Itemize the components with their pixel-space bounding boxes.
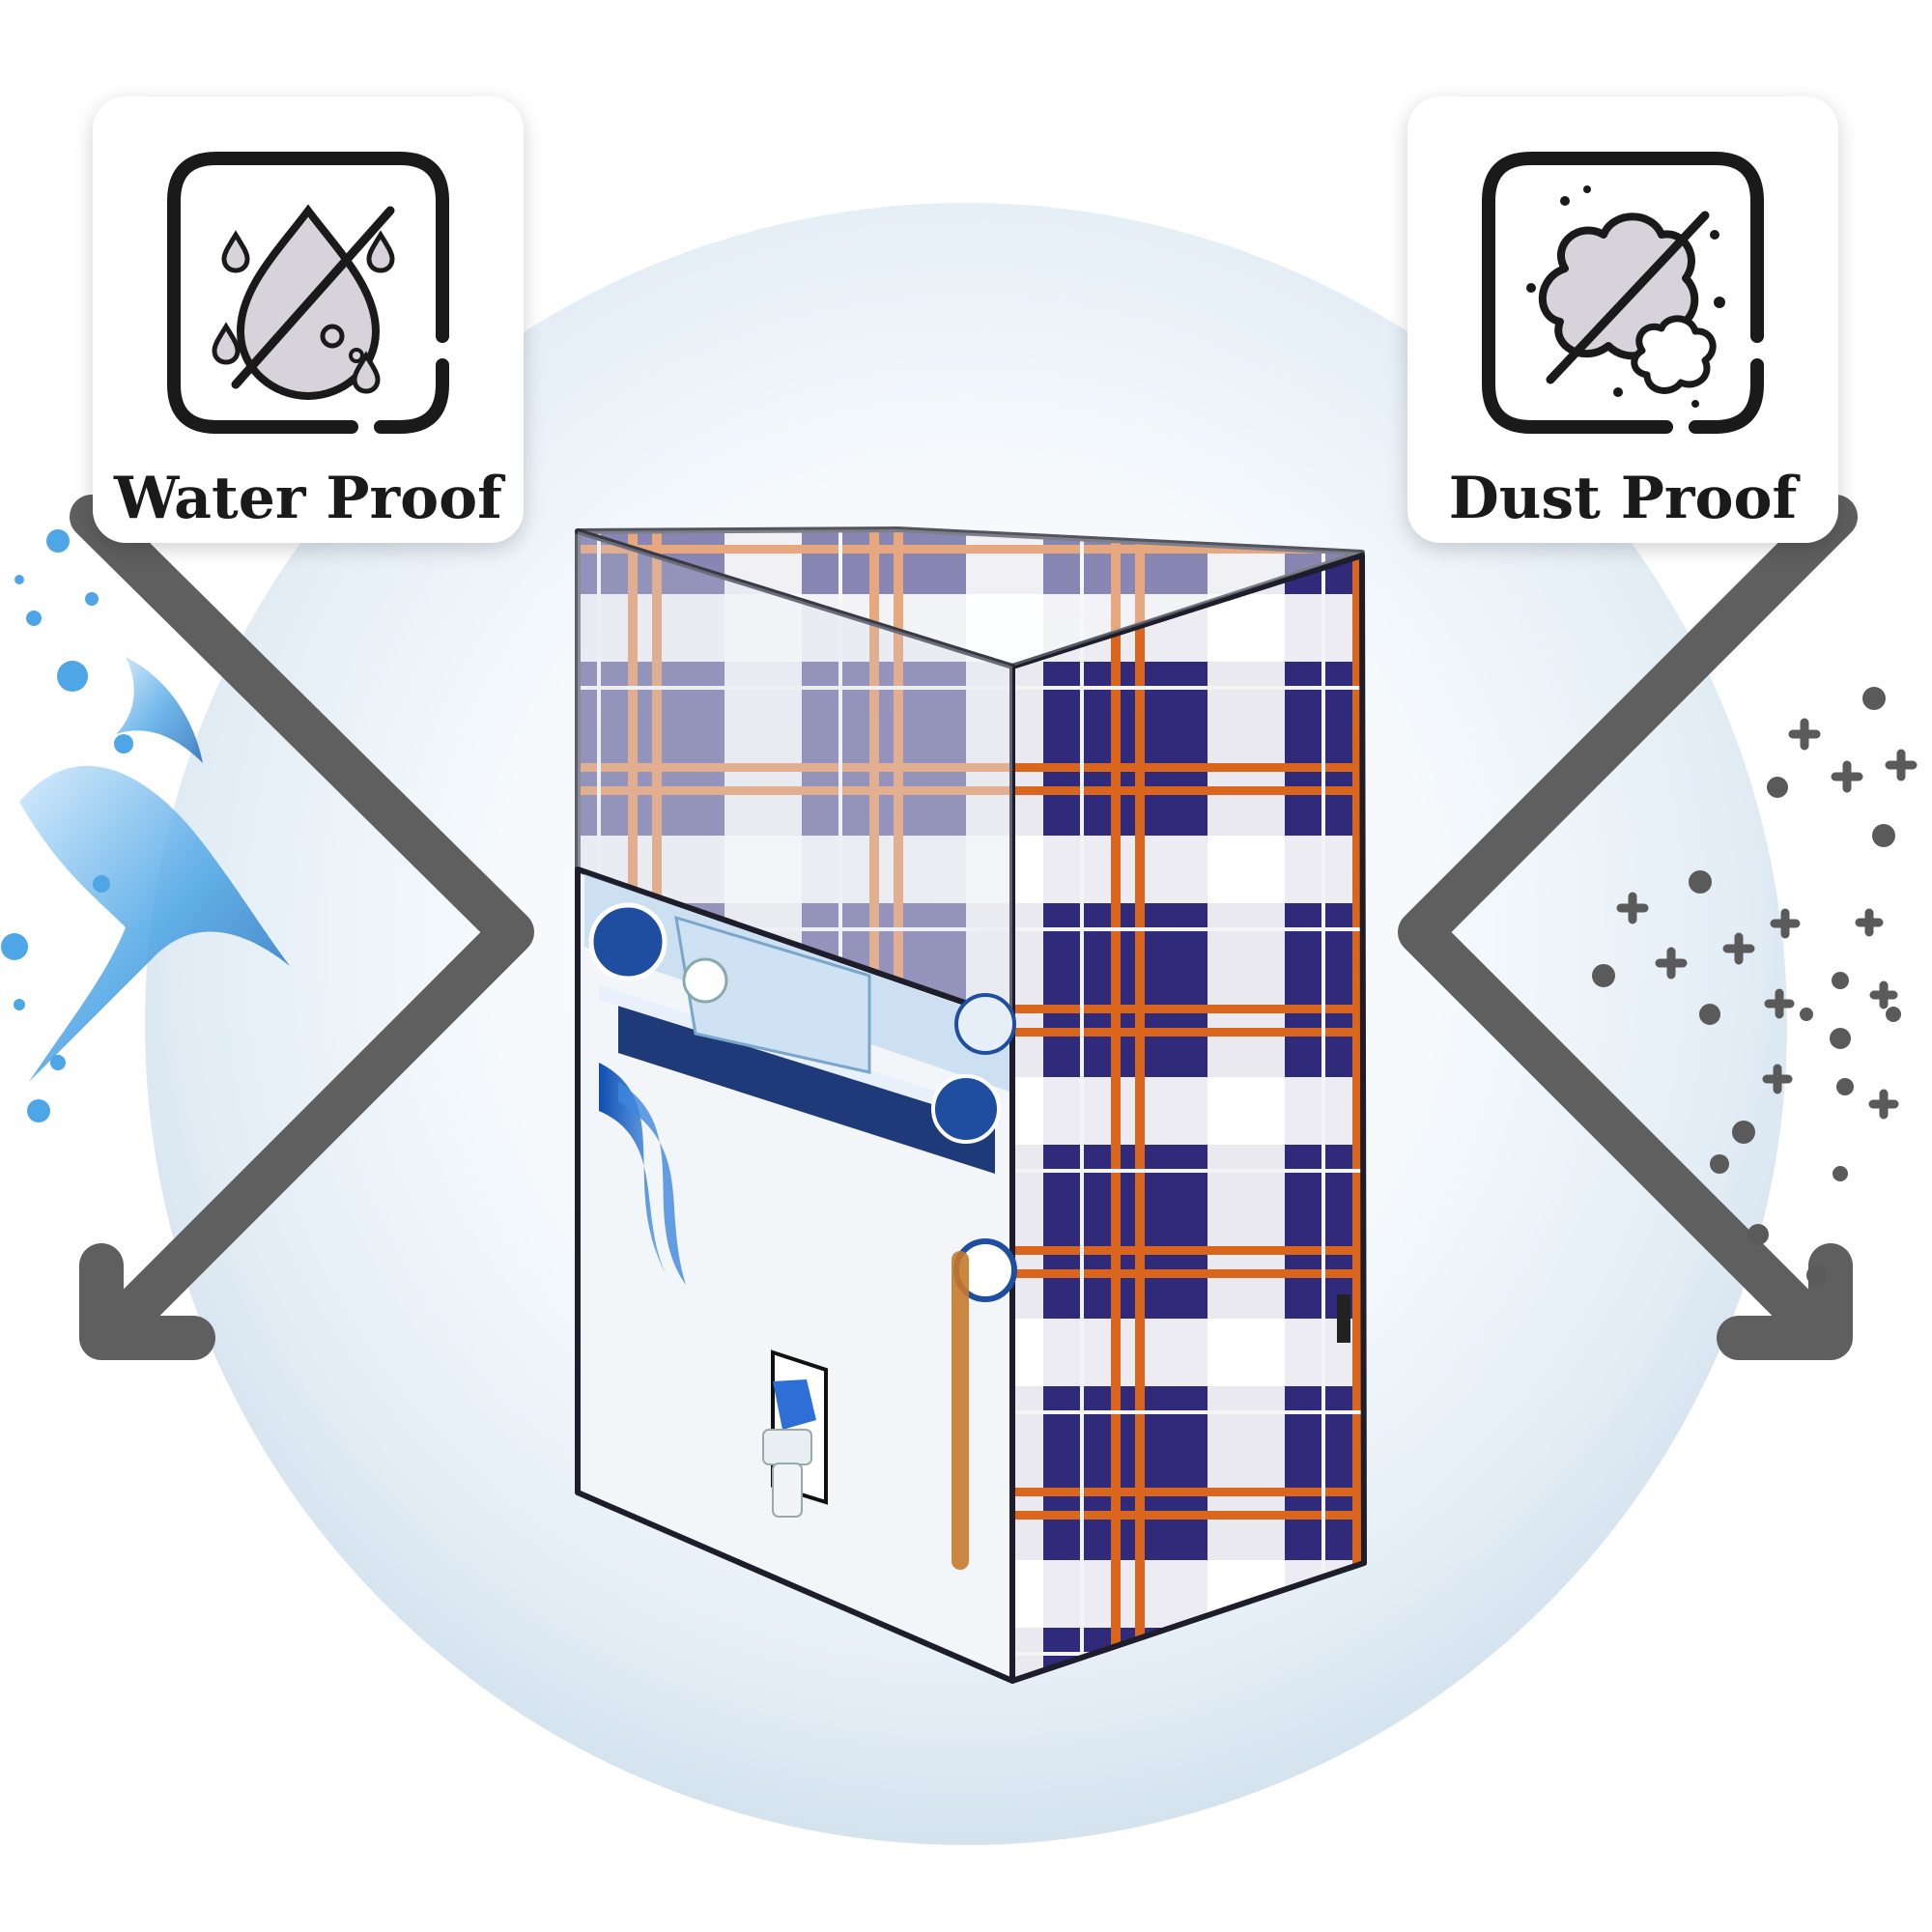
water-splash <box>1 529 290 1122</box>
no-dust-cloud-icon <box>1482 152 1764 434</box>
dust-plus-marks <box>1616 718 1918 1120</box>
left-arrow <box>70 495 534 1360</box>
water-proof-label: Water Proof <box>113 465 502 532</box>
dust-particles <box>1592 687 1901 1285</box>
water-proof-card: Water Proof <box>93 97 524 543</box>
water-purifier-cover <box>575 526 1367 1684</box>
dust-proof-label: Dust Proof <box>1448 465 1798 532</box>
dust-proof-card: Dust Proof <box>1407 97 1838 543</box>
no-water-drop-icon <box>167 152 449 434</box>
right-arrow <box>1398 495 1858 1360</box>
